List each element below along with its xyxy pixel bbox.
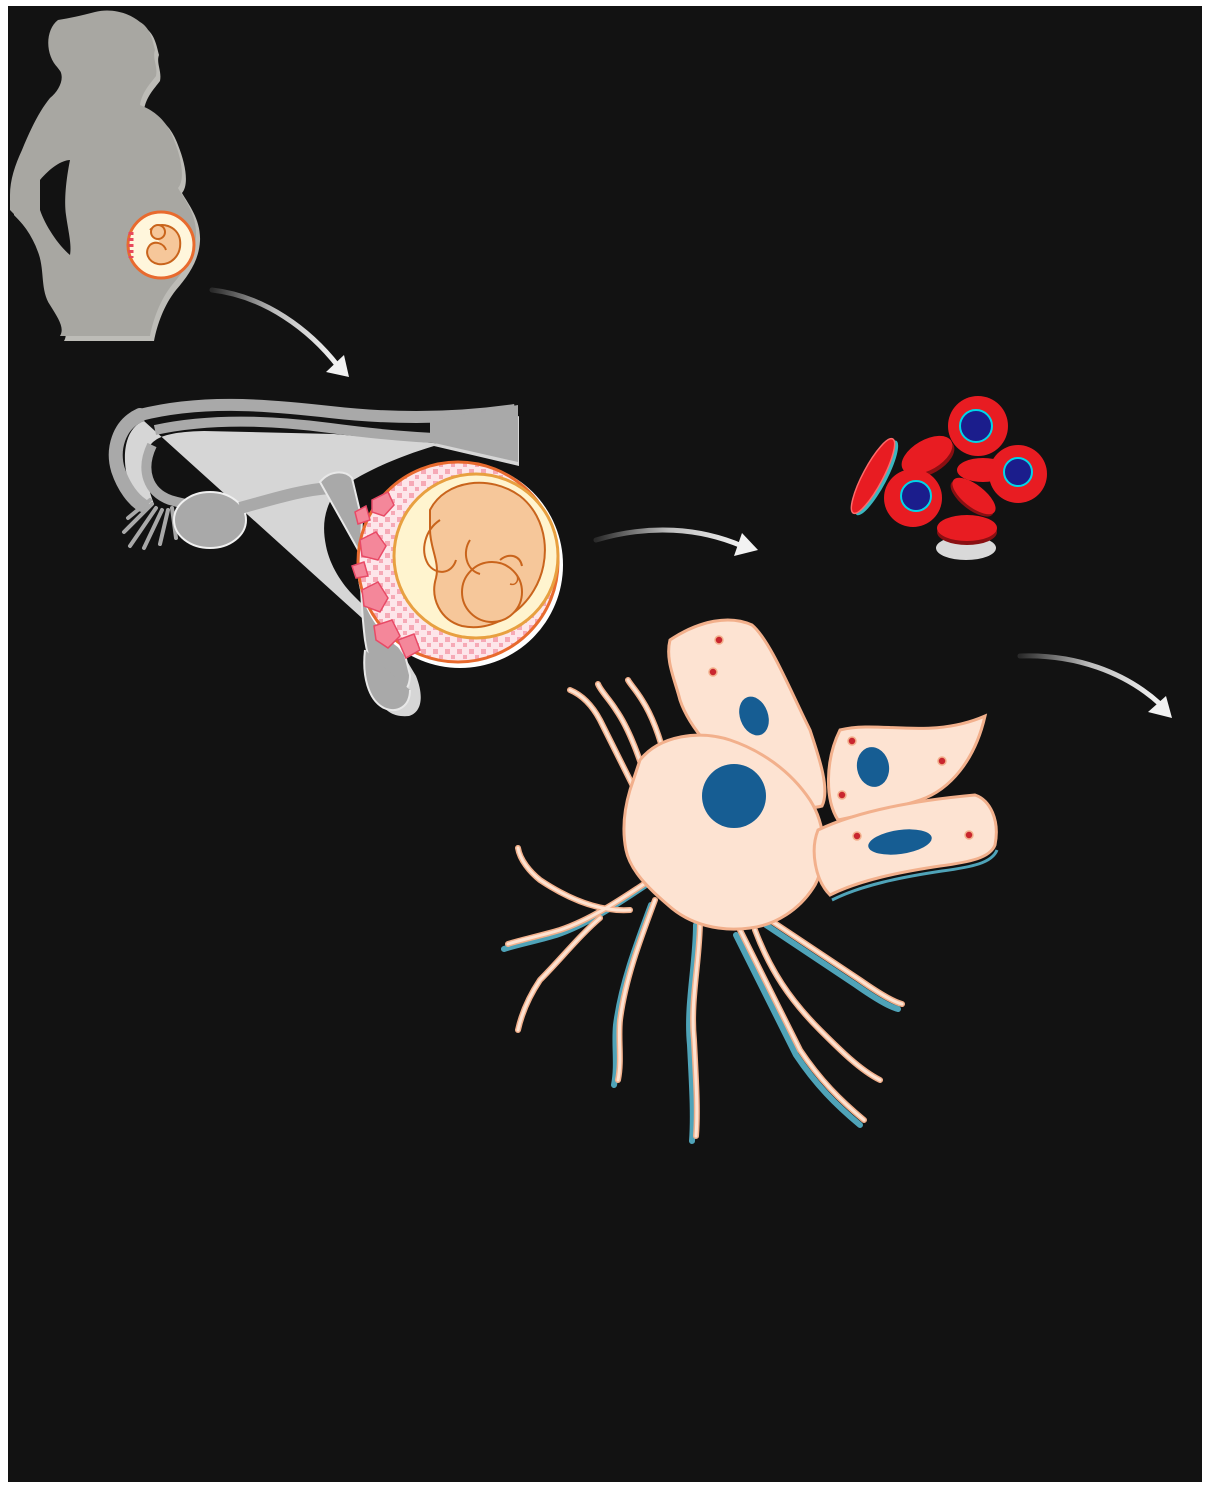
cell-nucleus-large: [702, 764, 766, 828]
